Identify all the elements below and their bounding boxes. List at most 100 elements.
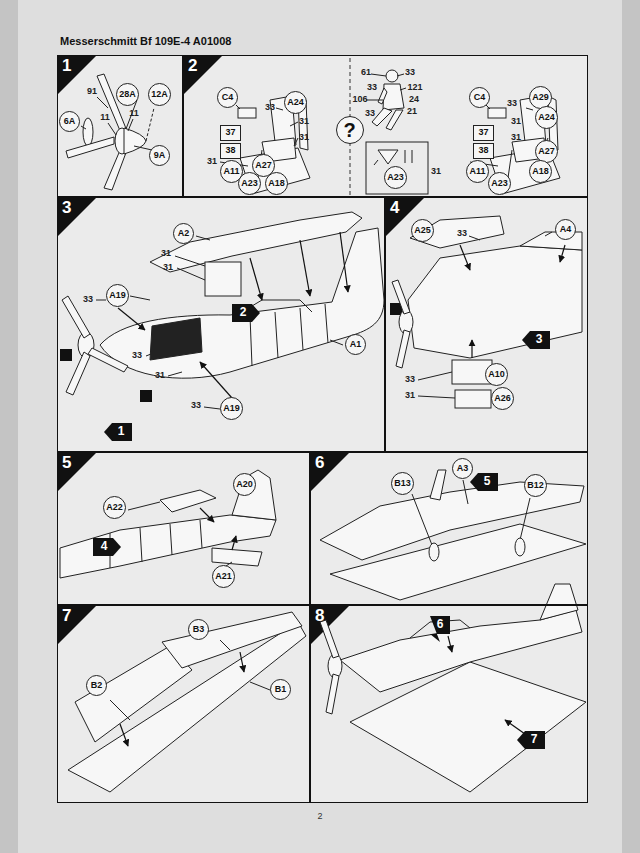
assembly-arrows: [200, 508, 236, 550]
step-reference: 2: [240, 306, 247, 319]
step-number: 4: [390, 199, 399, 216]
step-panel: 7B3B2B1: [57, 605, 310, 803]
propeller-drawing: [66, 74, 154, 190]
drawing-stroke: [505, 720, 525, 734]
callout-number: 31: [431, 167, 441, 177]
drawing-stroke: [57, 605, 97, 645]
drawing-stroke: [232, 304, 260, 322]
paper-sheet: [18, 0, 622, 853]
callout-number: 31: [163, 263, 173, 273]
drawing-stroke: [320, 482, 584, 560]
drawing-stroke: [371, 74, 386, 76]
callout-number: 33: [265, 103, 275, 113]
callout-number: 33: [405, 68, 415, 78]
part-number: 37: [478, 128, 488, 138]
drawing-stroke: [320, 620, 339, 658]
part-callout: A11: [466, 160, 489, 183]
drawing-stroke: [75, 646, 192, 742]
aircraft-drawing: [320, 584, 586, 792]
part-callout: A23: [238, 172, 262, 196]
decal-box: 37: [473, 125, 493, 141]
part-number: ?: [343, 119, 355, 141]
part-callout: A18: [265, 172, 289, 196]
part-callout: A2: [173, 223, 194, 244]
drawing-stroke: [140, 528, 142, 562]
part-callout: C4: [469, 87, 490, 108]
assembly-arrows: [118, 232, 348, 398]
callout-number: 33: [191, 401, 201, 411]
drawing-stroke: [470, 473, 498, 491]
drawing-stroke: [60, 515, 276, 578]
step-number: 7: [62, 607, 71, 624]
step-panel: 3A2A19A1A19: [57, 197, 385, 452]
callout-number: 31: [155, 333, 165, 343]
part-number: B3: [193, 625, 205, 635]
callout-number: 33: [365, 109, 375, 119]
drawing-stroke: [410, 216, 504, 248]
part-callout: B13: [391, 472, 415, 496]
drawing-stroke: [386, 110, 403, 130]
part-callout: A10: [485, 363, 509, 387]
part-callout: A23: [488, 172, 512, 196]
part-number: 38: [225, 146, 235, 156]
drawing-stroke: [430, 616, 450, 642]
part-number: A24: [538, 113, 555, 123]
drawing-stroke: [57, 197, 97, 237]
drawing-stroke: [108, 123, 116, 135]
part-callout: A3: [452, 458, 473, 479]
drawing-stroke: [60, 349, 72, 361]
step-reference: 1: [118, 425, 125, 438]
drawing-stroke: [392, 280, 410, 314]
step-panel: 128A12A6A9A: [57, 55, 183, 197]
part-callout: A24: [535, 106, 559, 130]
part-number: 28A: [119, 90, 136, 100]
drawing-stroke: [366, 100, 383, 101]
drawing-stroke: [515, 538, 525, 556]
drawing-stroke: [177, 268, 205, 280]
drawing-stroke: [520, 498, 530, 540]
tail-drawing: [60, 470, 276, 578]
callout-number: 31: [299, 117, 309, 127]
step-panel: 4A25A4A10A26: [385, 197, 588, 452]
drawing-stroke: [66, 137, 114, 158]
decal-box: [366, 142, 428, 194]
drawing-stroke: [412, 494, 432, 545]
drawing-stroke: [378, 150, 398, 164]
drawing-stroke: [88, 348, 128, 372]
part-number: 38: [478, 146, 488, 156]
callout-number: 11: [100, 113, 110, 123]
drawing-stroke: [397, 74, 404, 76]
drawing-stroke: [175, 256, 205, 266]
step-number: 3: [62, 199, 71, 216]
drawing-stroke: [275, 312, 278, 358]
drawing-stroke: [560, 245, 565, 262]
part-number: 37: [225, 128, 235, 138]
part-number: A29: [532, 93, 549, 103]
drawing-stroke: [196, 236, 210, 240]
drawing-stroke: [412, 150, 413, 163]
callout-number: 11: [129, 109, 139, 119]
callout-number: 33: [83, 295, 93, 305]
drawing-stroke: [146, 108, 154, 141]
part-number: A27: [538, 147, 555, 157]
drawing-stroke: [330, 340, 343, 345]
step-reference: 7: [531, 733, 538, 746]
callout-number: 106: [352, 95, 367, 105]
drawing-stroke: [469, 236, 480, 240]
callout-number: 31: [405, 391, 415, 401]
drawing-stroke: [150, 318, 202, 360]
step-panel: 2C43738A24A11A27A23A18?A23C43738A29A24A1…: [183, 55, 588, 197]
drawing-stroke: [517, 731, 545, 749]
callout-number: 31: [511, 117, 521, 127]
part-callout: A19: [106, 284, 130, 308]
callout-number: 33: [367, 83, 377, 93]
drawing-stroke: [429, 543, 439, 561]
drawing-stroke: [396, 330, 410, 368]
decal-box: 38: [473, 143, 493, 159]
part-callout: A18: [529, 160, 553, 184]
assembly-arrows: [120, 652, 244, 746]
drawing-stroke: [110, 700, 130, 720]
step-panel: 6A3B13B12: [310, 452, 588, 605]
part-number: A2: [178, 229, 190, 239]
part-number: A19: [223, 404, 240, 414]
